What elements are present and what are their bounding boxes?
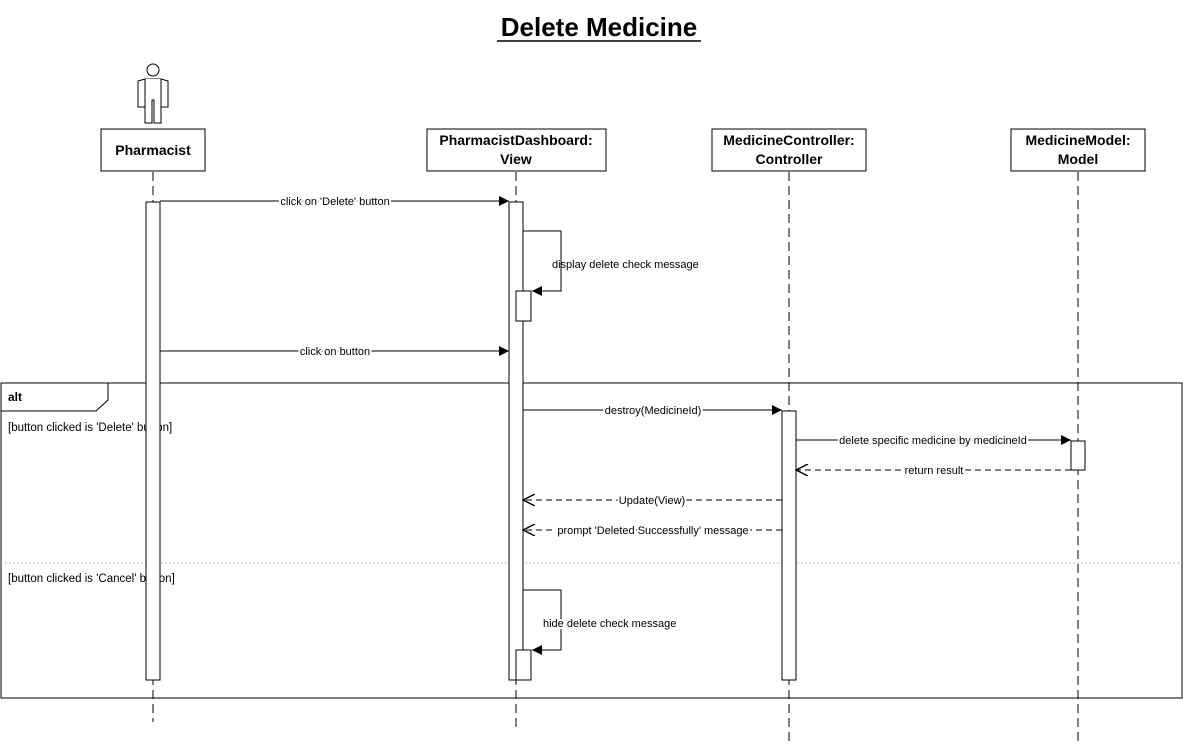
activation-controller xyxy=(781,410,797,681)
lifeline-label: MedicineController: xyxy=(723,132,854,148)
lifeline-label: View xyxy=(500,151,532,167)
message-label: destroy(MedicineId) xyxy=(605,405,702,417)
guard-delete: [button clicked is 'Delete' button] xyxy=(8,422,172,434)
message-label: delete specific medicine by medicineId xyxy=(839,435,1027,447)
lifeline-label: Pharmacist xyxy=(115,142,191,158)
message-label: hide delete check message xyxy=(543,618,676,630)
activation-pharmacist xyxy=(145,201,161,681)
lifeline-label: Model xyxy=(1058,151,1098,167)
activation-model xyxy=(1070,440,1086,471)
message-arrow xyxy=(523,230,562,296)
message-arrow xyxy=(523,589,562,655)
lifeline-label: PharmacistDashboard: xyxy=(439,132,592,148)
message-label: click on 'Delete' button xyxy=(280,196,389,208)
actor-icon xyxy=(137,63,169,124)
message-label: Update(View) xyxy=(619,495,685,507)
alt-frame-tab xyxy=(1,382,109,412)
message-label: click on button xyxy=(300,346,370,358)
lifeline-box-model: MedicineModel: Model xyxy=(1010,128,1146,172)
lifeline-box-dashboard: PharmacistDashboard: View xyxy=(426,128,607,172)
alt-label: alt xyxy=(8,390,22,404)
activation-dashboard xyxy=(508,201,524,681)
message-label: display delete check message xyxy=(552,259,699,271)
lifeline-box-controller: MedicineController: Controller xyxy=(711,128,867,172)
lifeline-box-pharmacist: Pharmacist xyxy=(100,128,206,172)
lifeline-label: MedicineModel: xyxy=(1025,132,1130,148)
message-label: return result xyxy=(905,465,964,477)
lifeline-label: Controller xyxy=(756,151,823,167)
message-label: prompt 'Deleted Successfully' message xyxy=(557,525,748,537)
alt-frame xyxy=(0,382,1183,699)
activation-dashboard-self-2 xyxy=(515,649,532,681)
diagram-title: Delete Medicine xyxy=(501,12,698,42)
guard-cancel: [button clicked is 'Cancel' button] xyxy=(8,573,175,585)
activation-dashboard-self-1 xyxy=(515,290,532,322)
